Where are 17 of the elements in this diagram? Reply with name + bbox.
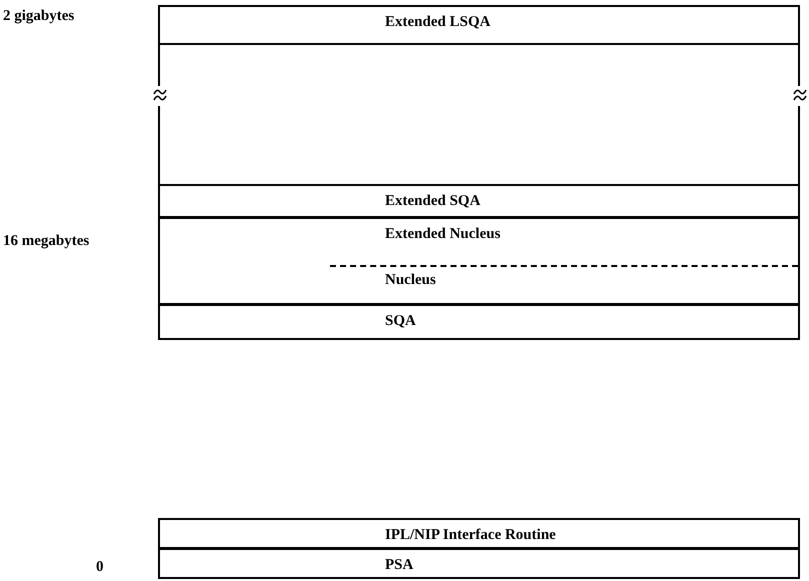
region-label: SQA [385,312,416,331]
memory-region-band [158,518,800,549]
memory-region-band [158,184,800,218]
memory-region-band [158,265,800,305]
address-label: 16 megabytes [3,232,90,251]
address-label: 0 [96,558,104,577]
memory-region-band [158,5,800,45]
memory-region-band [158,304,800,340]
region-label: PSA [385,556,414,575]
address-label: 2 gigabytes [3,7,74,26]
memory-region-band [158,217,800,265]
region-label: Extended SQA [385,192,480,211]
region-label: Extended LSQA [385,13,490,32]
region-label: Extended Nucleus [385,225,500,244]
region-label: Nucleus [385,271,436,290]
memory-region-band [158,548,800,579]
region-label: IPL/NIP Interface Routine [385,526,556,545]
